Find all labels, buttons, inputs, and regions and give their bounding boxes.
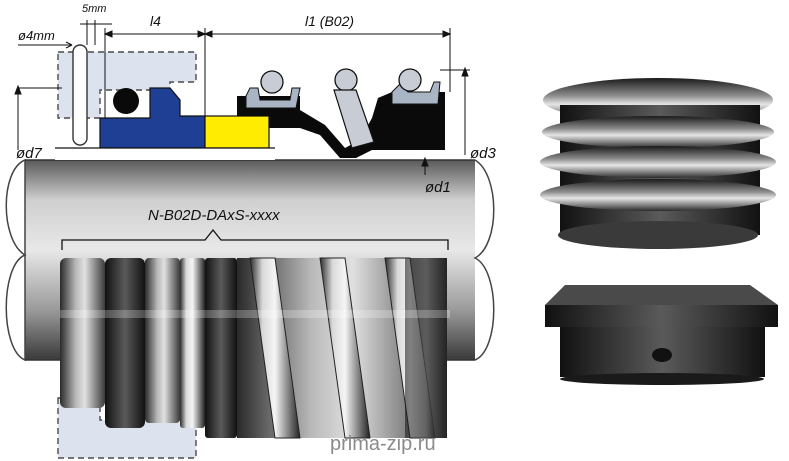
assembly-bracket [61,228,449,250]
label-slot: 5mm [82,3,106,15]
seal-assembly-view [57,228,450,459]
seat-cylinder-3 [145,258,180,423]
label-d1: ød1 [425,179,451,196]
watermark: prima-zip.ru [330,433,436,455]
static-o-ring [113,88,139,114]
product-photo-assembled [540,78,776,249]
label-d7: ød7 [16,145,43,162]
seal-cross-section [55,44,445,160]
seat-cylinder-1 [60,258,105,408]
dimension-lines [14,20,470,175]
spring-coil-section-2 [334,68,358,92]
rotating-face [204,115,270,149]
spring-coil-2 [319,257,371,439]
label-l4: l4 [150,13,161,29]
drive-band [245,87,301,109]
spring-coil-section-3 [398,68,422,92]
seat-cylinder-2 [105,258,145,428]
anti-rotation-pin [72,44,88,146]
dimension-labels: ø4mm 5mm l4 l1 (B02) ød7 ød3 ød1 N-B02D-… [16,3,497,224]
label-shaft-hole: ø4mm [18,28,55,43]
spring-end-ring [405,258,447,438]
spring-coil-1 [249,257,301,439]
face-cylinder [205,258,237,438]
spring-coil-section-1 [260,70,284,94]
product-photo-seat [545,285,778,385]
model-code: N-B02D-DAxS-xxxx [148,207,280,224]
label-l1: l1 (B02) [305,13,354,29]
seat-cylinder-4 [180,258,205,428]
spring-wire [333,89,375,149]
label-d3: ød3 [470,145,497,162]
